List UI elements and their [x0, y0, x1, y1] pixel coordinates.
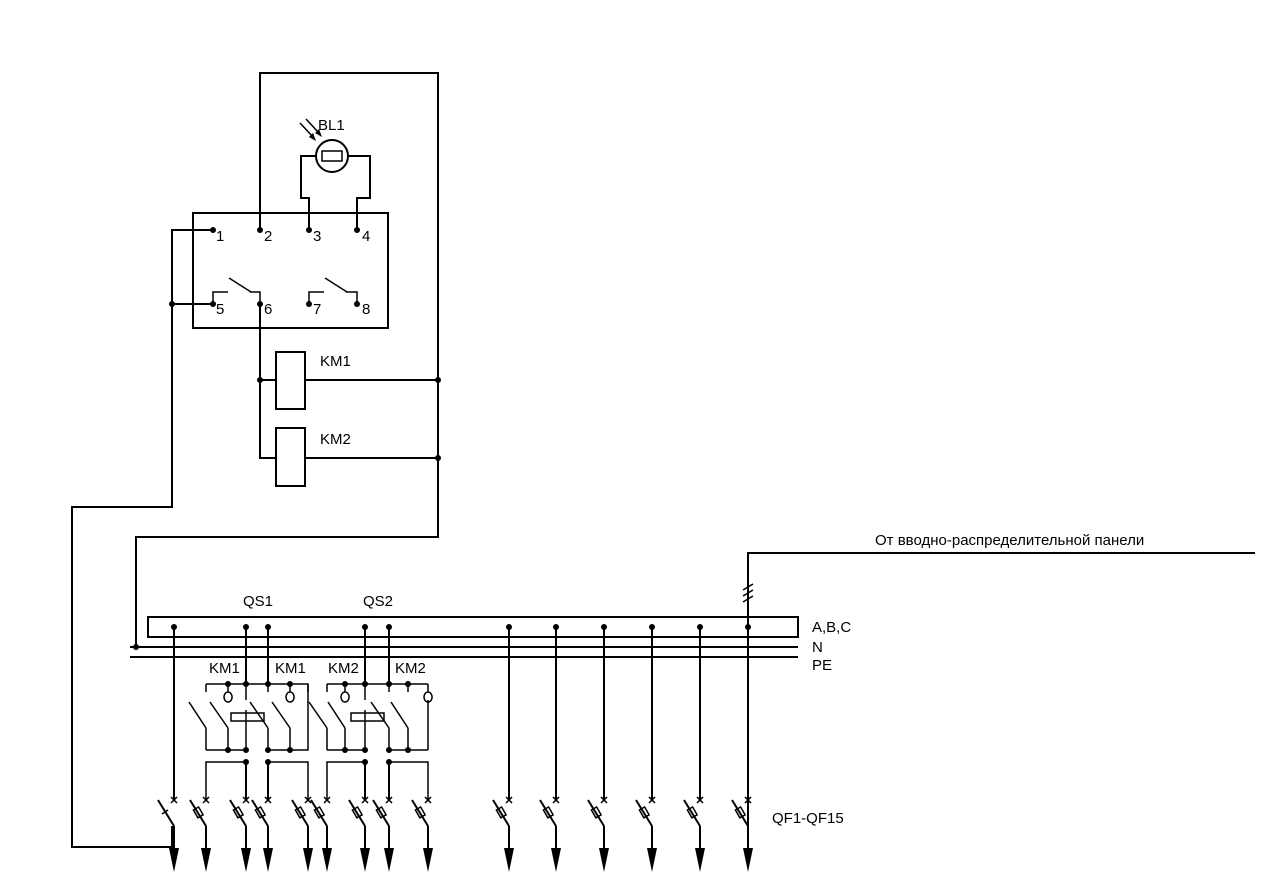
- circuit-breaker: [189, 796, 211, 872]
- km2-contact-label-b: KM2: [395, 660, 426, 677]
- terminal-6: 6: [264, 301, 272, 318]
- outgoing-line-arrow-icon: [504, 848, 514, 872]
- light-arrows-icon: [299, 118, 322, 141]
- coil-km1-label: KM1: [320, 353, 351, 370]
- coil-km2-label: KM2: [320, 431, 351, 448]
- photo-sensor-bl1: BL1: [299, 117, 371, 230]
- feed-label: От вводно-распределительной панели: [875, 532, 1144, 549]
- relay-feed-wire: [71, 229, 213, 848]
- outgoing-line-arrow-icon: [599, 848, 609, 872]
- outgoing-line-arrow-icon: [360, 848, 370, 872]
- circuit-breaker: [539, 796, 561, 872]
- breakers-label: QF1-QF15: [772, 810, 844, 827]
- coils: KM1 KM2: [257, 304, 441, 487]
- bl1-label: BL1: [318, 117, 345, 134]
- phase-bus: [147, 616, 799, 638]
- outgoing-line-arrow-icon: [551, 848, 561, 872]
- terminal-3: 3: [313, 228, 321, 245]
- terminal-8: 8: [362, 301, 370, 318]
- outgoing-line-arrow-icon: [241, 848, 251, 872]
- circuit-breaker: [348, 796, 370, 872]
- circuit-breaker: [683, 796, 705, 872]
- photo-relay-box: 1 2 3 4 5 6 7 8: [192, 212, 389, 329]
- outgoing-line-arrow-icon: [384, 848, 394, 872]
- terminal-2: 2: [264, 228, 272, 245]
- circuit-breaker: [229, 796, 251, 872]
- circuit-breaker: [157, 796, 179, 872]
- km2-contact-label-a: KM2: [328, 660, 359, 677]
- outgoing-line-arrow-icon: [263, 848, 273, 872]
- qs1-label: QS1: [243, 593, 273, 610]
- circuit-breaker: [635, 796, 657, 872]
- busbars: A,B,C N PE: [130, 616, 851, 674]
- circuit-breaker: [251, 796, 273, 872]
- outgoing-line-arrow-icon: [695, 848, 705, 872]
- coil-km2: [275, 427, 306, 487]
- terminal-5: 5: [216, 301, 224, 318]
- outgoing-line-arrow-icon: [201, 848, 211, 872]
- outgoing-line-arrow-icon: [743, 848, 753, 872]
- circuit-breaker: [291, 796, 313, 872]
- circuit-breaker: [492, 796, 514, 872]
- contactor-group-km1: [188, 627, 309, 800]
- outgoing-line-arrow-icon: [647, 848, 657, 872]
- bus-taps: [171, 624, 751, 800]
- terminal-7: 7: [313, 301, 321, 318]
- circuit-breaker: [372, 796, 394, 872]
- qs2-label: QS2: [363, 593, 393, 610]
- outgoing-line-arrow-icon: [169, 848, 179, 872]
- circuit-breaker: [587, 796, 609, 872]
- control-loop-wire: [135, 72, 439, 647]
- coil-km1: [275, 351, 306, 410]
- bus-abc-label: A,B,C: [812, 619, 851, 636]
- km1-contact-label-a: KM1: [209, 660, 240, 677]
- outgoing-line-arrow-icon: [423, 848, 433, 872]
- bus-pe-label: PE: [812, 657, 832, 674]
- circuit-breaker: [411, 796, 433, 872]
- km1-contact-label-b: KM1: [275, 660, 306, 677]
- circuit-breaker: [731, 796, 753, 872]
- circuit-breaker: [310, 796, 332, 872]
- incoming-feed: От вводно-распределительной панели: [742, 532, 1255, 826]
- outgoing-line-arrow-icon: [303, 848, 313, 872]
- terminal-1: 1: [216, 228, 224, 245]
- contactor-group-km2: [308, 627, 433, 800]
- bus-n-label: N: [812, 639, 823, 656]
- breaker-row: [157, 796, 753, 872]
- outgoing-line-arrow-icon: [322, 848, 332, 872]
- terminal-4: 4: [362, 228, 370, 245]
